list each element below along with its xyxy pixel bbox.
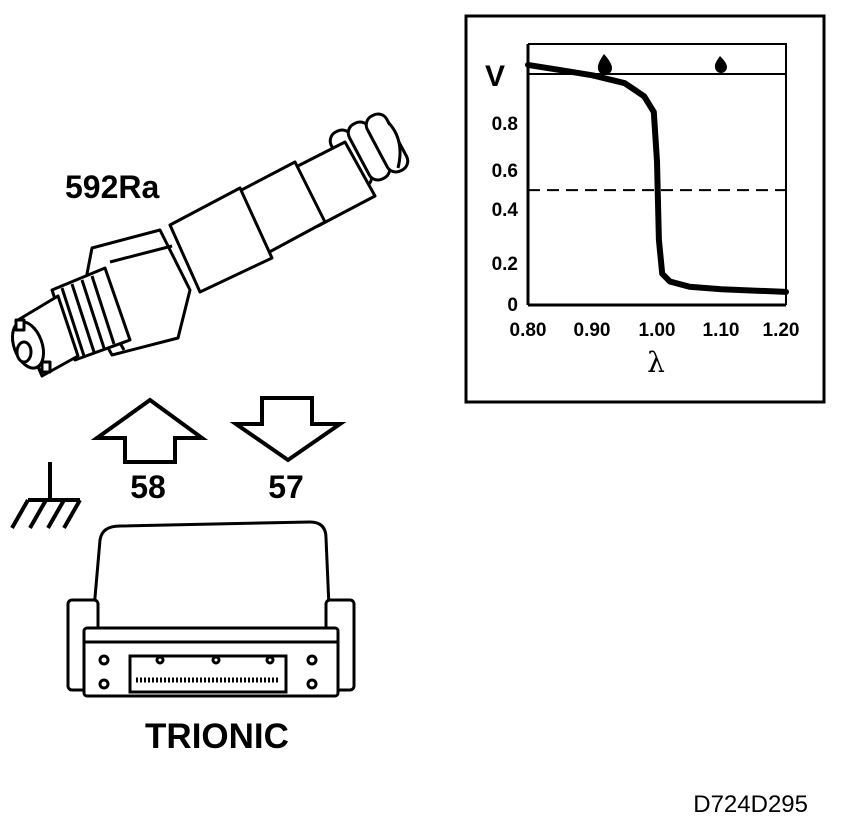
x-tick-label: 1.10 xyxy=(703,320,740,341)
y-tick-label: 0.2 xyxy=(492,254,518,275)
ecu-label: TRIONIC xyxy=(145,717,289,756)
pin-58-label: 58 xyxy=(130,469,166,505)
voltage-curve xyxy=(525,61,789,295)
oxygen-sensor-drawing xyxy=(10,112,410,378)
y-tick-label: 0 xyxy=(507,295,518,316)
y-tick-label: 0.6 xyxy=(492,161,518,182)
x-axis-label: λ xyxy=(647,346,665,379)
pin-57-label: 57 xyxy=(268,469,304,505)
ground-icon xyxy=(10,462,82,529)
x-tick-label: 0.90 xyxy=(574,320,611,341)
arrow-up-icon xyxy=(90,397,209,464)
plot-border xyxy=(528,43,787,305)
x-tick-label: 1.20 xyxy=(763,320,800,341)
voltage-lambda-chart: V λ 0 0.2 0.4 0.6 0.8 0.80 0.90 1.00 1.1… xyxy=(464,14,826,404)
fuel-drop-rich-icon xyxy=(597,54,612,75)
arrow-down-icon xyxy=(229,396,347,463)
y-tick-label: 0.4 xyxy=(492,200,519,221)
fuel-drop-lean-icon xyxy=(714,56,727,73)
trionic-ecu-drawing xyxy=(66,520,356,698)
y-tick-label: 0.8 xyxy=(492,114,518,135)
sensor-label: 592Ra xyxy=(65,169,160,205)
sensor-main-body xyxy=(168,186,274,294)
figure-code: D724D295 xyxy=(693,791,808,818)
x-tick-label: 0.80 xyxy=(510,320,547,341)
y-axis-label: V xyxy=(485,60,505,93)
x-tick-label: 1.00 xyxy=(639,320,676,341)
chart-frame xyxy=(464,14,826,404)
